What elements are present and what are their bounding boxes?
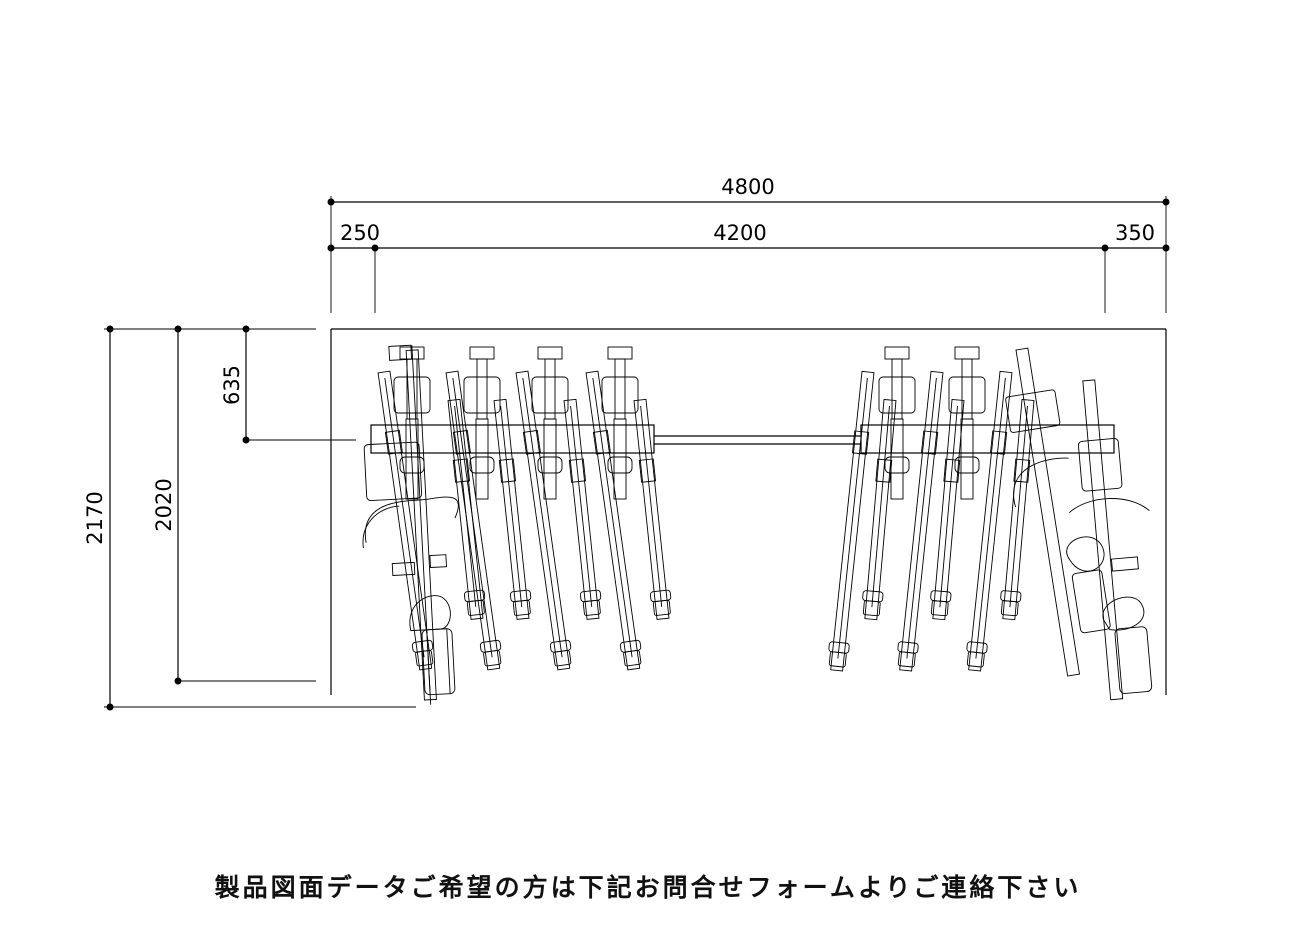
- slot-right-long-2: [897, 370, 944, 672]
- bicycle-right-1: [1005, 347, 1111, 677]
- slot-right-short-3: [1000, 398, 1035, 621]
- site-boundary: [330, 328, 1167, 695]
- slot-left-long-1: [377, 370, 434, 671]
- raised-slot-left-3: [531, 346, 569, 500]
- bicycle-right-2: [1068, 379, 1153, 701]
- horizontal-dimensions: 4800 250 4200 350: [327, 175, 1170, 313]
- footer-note: 製品図面データご希望の方は下記お問合せフォームよりご連絡下さい: [214, 873, 1082, 902]
- slot-left-long-4: [585, 370, 642, 671]
- dim-bar-offset: 635: [220, 365, 244, 405]
- rack-rail: [370, 424, 1115, 454]
- slot-left-short-2: [493, 398, 532, 620]
- dim-overall-depth: 2170: [83, 491, 107, 544]
- vertical-dimensions: 2170 2020 635: [83, 325, 416, 711]
- dim-overall-width: 4800: [721, 175, 774, 199]
- raised-slot-left-4: [601, 346, 639, 500]
- dim-rack-length: 4200: [713, 221, 766, 245]
- raised-slot-right-1: [878, 346, 916, 500]
- slot-right-long-3: [966, 370, 1013, 672]
- rack-slots: [377, 346, 1035, 672]
- raised-slot-right-2: [948, 346, 986, 500]
- dim-right-offset: 350: [1115, 221, 1155, 245]
- slot-right-short-2: [930, 398, 965, 621]
- bicycle-left: [362, 344, 459, 705]
- slot-right-short-1: [862, 398, 897, 621]
- slot-left-short-4: [633, 398, 672, 620]
- dim-rack-depth: 2020: [152, 478, 176, 531]
- slot-left-short-3: [563, 398, 602, 620]
- slot-right-long-1: [828, 370, 875, 672]
- dim-left-offset: 250: [340, 221, 380, 245]
- slot-left-short-1: [447, 398, 486, 620]
- slot-left-long-3: [515, 370, 572, 671]
- raised-slot-left-2: [463, 346, 501, 500]
